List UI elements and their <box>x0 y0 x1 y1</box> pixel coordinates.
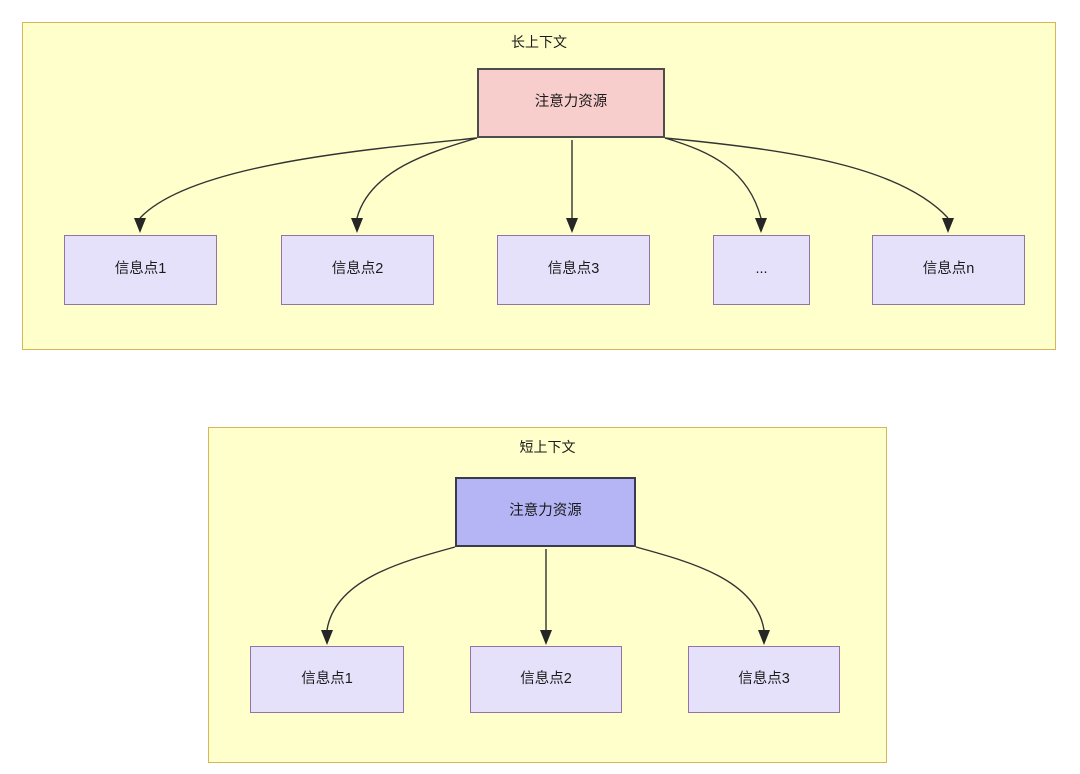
long-context-info-label-ellipsis: ... <box>755 261 768 278</box>
long-context-info-label-2: 信息点2 <box>331 261 384 278</box>
short-context-attention-label: 注意力资源 <box>509 503 582 520</box>
long-context-info-node-2[interactable]: 信息点2 <box>281 235 434 305</box>
short-context-attention-node[interactable]: 注意力资源 <box>455 477 636 547</box>
short-context-info-node-3[interactable]: 信息点3 <box>688 646 840 713</box>
short-context-info-label-2: 信息点2 <box>520 670 572 687</box>
long-context-info-node-ellipsis[interactable]: ... <box>713 235 810 305</box>
long-context-info-node-n[interactable]: 信息点n <box>872 235 1025 305</box>
long-context-info-node-3[interactable]: 信息点3 <box>497 235 650 305</box>
long-context-attention-node[interactable]: 注意力资源 <box>477 68 665 138</box>
short-context-info-label-1: 信息点1 <box>301 670 353 687</box>
short-context-info-node-2[interactable]: 信息点2 <box>470 646 622 713</box>
long-context-attention-label: 注意力资源 <box>534 94 608 111</box>
short-context-info-node-1[interactable]: 信息点1 <box>250 646 404 713</box>
long-context-info-label-3: 信息点3 <box>547 261 600 278</box>
long-context-info-label-1: 信息点1 <box>114 261 167 278</box>
long-context-panel-title: 长上下文 <box>511 34 567 50</box>
long-context-info-node-1[interactable]: 信息点1 <box>64 235 217 305</box>
short-context-panel-title: 短上下文 <box>519 439 576 455</box>
short-context-info-label-3: 信息点3 <box>738 670 790 687</box>
long-context-info-label-n: 信息点n <box>922 261 975 278</box>
